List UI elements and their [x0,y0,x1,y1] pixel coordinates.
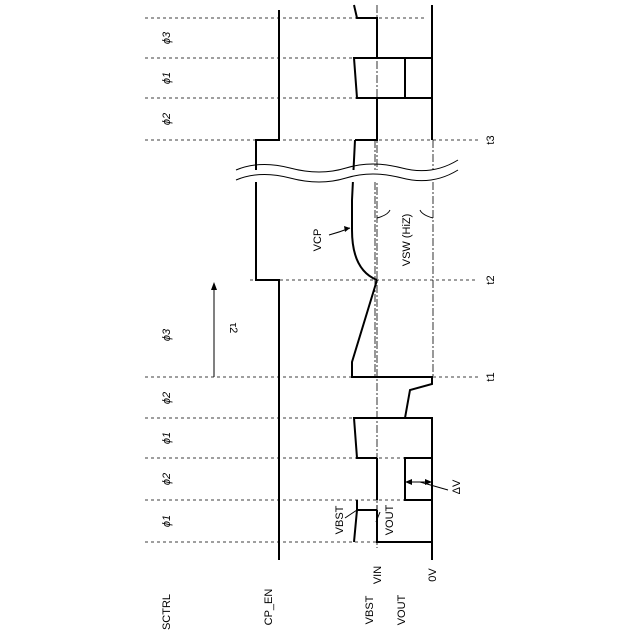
phase-label: ϕ1 [161,432,173,444]
phase-label: ϕ1 [161,515,173,527]
zero-volt-label: 0V [427,568,439,582]
t1-label: t1 [485,372,497,381]
sctrl-label: SCTRL [161,594,173,630]
vcp-label: VCP [312,229,324,252]
vbst-axis-label: VBST [364,595,376,624]
cp-en-label: CP_EN [263,589,275,626]
vout-axis-label: VOUT [396,594,408,625]
phase-label: ϕ3 [161,328,173,341]
phase-label: ϕ2 [161,113,173,125]
sctrl-phase-labels: ϕ3 ϕ1 ϕ2 ϕ3 ϕ2 ϕ1 ϕ2 ϕ1 [161,31,173,527]
vin-level-label: VIN [372,566,384,584]
t3-label: t3 [485,135,497,144]
phase-label: ϕ3 [161,31,173,44]
vcp-annotation: VCP [312,226,350,251]
vout-annotation: VOUT [376,504,396,535]
time-break-mark [236,160,458,182]
vsw-label: VSW (HiZ) [401,214,413,267]
vbst-annotation: VBST [334,505,357,534]
phase-boundary-lines [145,18,478,542]
vsw-annotation: VSW (HiZ) [377,210,433,266]
t2-label: t2 [485,275,497,284]
delta-v-annotation: ΔV [405,479,463,494]
phase-label: ϕ2 [161,392,173,404]
time-markers: t3 t2 t1 [485,135,497,381]
delta-v-label: ΔV [451,479,463,494]
phase-label: ϕ2 [161,473,173,485]
tau-annotation: τ2 [211,282,239,377]
vbst-annotation-label: VBST [334,505,346,534]
vout-annotation-label: VOUT [384,504,396,535]
phase-label: ϕ1 [161,72,173,84]
vbst-waveform [352,5,432,560]
signal-labels: SCTRL CP_EN VBST VOUT VIN 0V [161,566,439,630]
cp-en-waveform [256,10,279,560]
tau-label: τ2 [227,323,239,333]
